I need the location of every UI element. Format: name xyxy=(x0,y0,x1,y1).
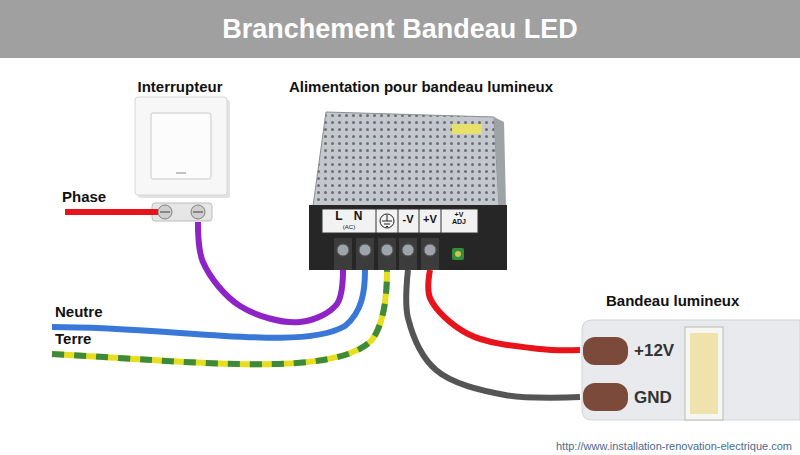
led-strip-node: Bandeau lumineux xyxy=(580,292,800,422)
switch-plate xyxy=(135,97,227,195)
terminal xyxy=(421,238,439,270)
led-strip xyxy=(582,320,800,420)
potentiometer-knob xyxy=(455,251,461,257)
terminal-screw xyxy=(424,244,436,256)
pin-label: GND xyxy=(634,388,672,408)
phase-wire xyxy=(65,209,158,215)
terminal-screw xyxy=(359,244,371,256)
terminal-label: +V ADJ xyxy=(450,211,468,225)
terminal-label-strip xyxy=(322,209,478,233)
psu-cover xyxy=(313,112,499,206)
wire-label: Neutre xyxy=(55,303,103,320)
title-bar xyxy=(0,0,800,58)
solder-pad xyxy=(583,337,628,365)
terminal xyxy=(334,238,352,270)
solder-pad xyxy=(583,383,628,411)
terminal-label: -V xyxy=(403,213,414,226)
ground-wire xyxy=(406,270,580,398)
screw xyxy=(191,205,205,219)
earth-symbol xyxy=(386,226,388,227)
neutral-wire xyxy=(52,270,365,338)
screw-slot xyxy=(160,211,170,213)
screw-slot xyxy=(193,211,203,213)
positive-wire xyxy=(428,270,580,350)
switch-rocker xyxy=(151,113,211,179)
terminal-label: N xyxy=(354,210,363,224)
terminal-screw xyxy=(381,244,393,256)
terminal xyxy=(399,238,417,270)
pin-label: +12V xyxy=(634,341,674,361)
led-chip xyxy=(685,327,723,420)
psu-sticker xyxy=(452,124,482,134)
terminal-label: (AC) xyxy=(343,224,355,231)
earth-symbol xyxy=(387,215,388,221)
screw xyxy=(158,205,172,219)
terminal-label: L xyxy=(335,210,342,224)
earth-symbol xyxy=(380,214,394,228)
earth-symbol xyxy=(382,221,392,222)
terminal-label: +V xyxy=(423,213,437,226)
switch-node: Interrupteur xyxy=(125,78,235,222)
source-url: http://www.installation-renovation-elect… xyxy=(556,440,792,453)
terminal xyxy=(378,238,396,270)
cell-divider xyxy=(398,209,399,233)
power-supply-node: Alimentation pour bandeau lumineux xyxy=(276,78,566,270)
potentiometer xyxy=(452,248,464,260)
wire-label: Terre xyxy=(55,330,91,347)
earth-symbol xyxy=(384,224,390,225)
cell-divider xyxy=(376,209,377,233)
cell-divider xyxy=(441,209,442,233)
node-heading: Bandeau lumineux xyxy=(606,292,739,310)
psu-side xyxy=(494,117,506,206)
terminal-screw xyxy=(337,244,349,256)
cell-divider xyxy=(419,209,420,233)
wire-label: Phase xyxy=(62,188,106,205)
switch-terminal-block xyxy=(152,203,212,221)
node-heading: Alimentation pour bandeau lumineux xyxy=(289,78,553,96)
switch-mark xyxy=(176,172,186,174)
psu-front xyxy=(309,205,507,270)
terminal xyxy=(356,238,374,270)
node-heading: Interrupteur xyxy=(137,78,222,96)
terminal-screw xyxy=(402,244,414,256)
terminals xyxy=(334,238,464,270)
diagram-title: Branchement Bandeau LED xyxy=(0,0,800,58)
led-emitter xyxy=(690,333,718,414)
switched-phase-wire xyxy=(198,222,343,322)
